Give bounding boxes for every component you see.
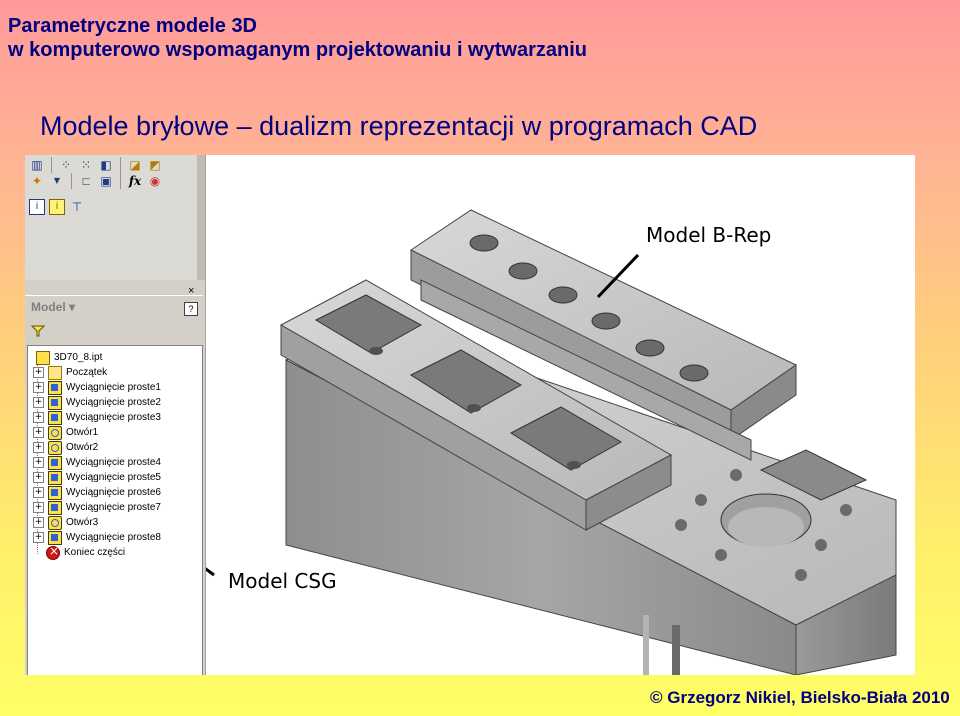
feature-toolbar: ▥ ⁘ ⁙ ◧ ◪ ◩ ✦ ▼ ⊏ ▣ fx ◉ i i bbox=[25, 155, 205, 280]
parameters-fx-icon[interactable]: fx bbox=[128, 174, 142, 188]
slide-subtitle: Modele bryłowe – dualizm reprezentacji w… bbox=[40, 111, 758, 141]
front-bar-with-pockets bbox=[279, 279, 673, 531]
tree-item-label: Wyciągnięcie proste4 bbox=[66, 457, 161, 468]
tree-item-label: Wyciągnięcie proste5 bbox=[66, 472, 161, 483]
filter-icon[interactable] bbox=[31, 325, 45, 337]
toolbar-separator bbox=[71, 173, 72, 189]
slide-footer: © Grzegorz Nikiel, Bielsko-Biała 2010 bbox=[650, 688, 950, 707]
tree-item[interactable]: + Wyciągnięcie proste3 bbox=[28, 410, 161, 425]
tree-item[interactable]: + Początek bbox=[28, 365, 107, 380]
slide-title-line1: Parametryczne modele 3D bbox=[8, 15, 258, 37]
csg-callout-label: Model CSG bbox=[228, 569, 337, 593]
slide-title-line2: w komputerowo wspomaganym projektowaniu … bbox=[8, 39, 587, 61]
cad-screenshot: ▥ ⁘ ⁙ ◧ ◪ ◩ ✦ ▼ ⊏ ▣ fx ◉ i i bbox=[25, 155, 915, 675]
extrude-icon bbox=[48, 380, 62, 395]
tree-item[interactable]: Koniec części bbox=[28, 544, 126, 560]
hole-icon bbox=[48, 425, 62, 440]
browser-title-dropdown[interactable]: Model ▾ bbox=[31, 300, 76, 314]
brep-callout-label: Model B-Rep bbox=[646, 223, 772, 247]
extrude-icon bbox=[48, 395, 62, 410]
expand-toggle-icon[interactable]: + bbox=[33, 397, 44, 408]
dropdown-arrow-icon[interactable]: ▼ bbox=[53, 176, 61, 185]
tree-item[interactable]: + Otwór1 bbox=[28, 425, 98, 440]
folder-icon bbox=[48, 365, 62, 380]
barcode-icon[interactable]: ▥ bbox=[31, 158, 43, 172]
expand-toggle-icon[interactable]: + bbox=[33, 412, 44, 423]
tree-item[interactable]: 3D70_8.ipt bbox=[25, 350, 102, 365]
expand-toggle-icon[interactable]: + bbox=[33, 457, 44, 468]
circular-pattern-icon[interactable]: ⁙ bbox=[80, 158, 92, 172]
hole-icon bbox=[48, 515, 62, 530]
expand-toggle-icon[interactable]: + bbox=[33, 502, 44, 513]
tree-spacer bbox=[25, 353, 32, 362]
tree-item-label: Otwór3 bbox=[66, 517, 99, 528]
part-icon bbox=[36, 350, 50, 365]
derived-component-icon[interactable]: ▣ bbox=[100, 174, 112, 188]
tree-connector-line bbox=[37, 358, 39, 554]
work-point-icon[interactable]: ✦ bbox=[31, 174, 43, 188]
toolbar-separator bbox=[51, 157, 52, 173]
pattern-icon[interactable]: ⁘ bbox=[60, 158, 72, 172]
tree-item-label: Wyciągnięcie proste1 bbox=[66, 382, 161, 393]
hole-icon bbox=[48, 440, 62, 455]
tree-item-label: Początek bbox=[66, 367, 108, 378]
extrude-icon bbox=[48, 470, 62, 485]
browser-header: Model ▾ × ? bbox=[25, 285, 203, 318]
expand-toggle-icon[interactable]: + bbox=[33, 487, 44, 498]
tree-item-label: Wyciągnięcie proste7 bbox=[66, 502, 161, 513]
left-panel: ▥ ⁘ ⁙ ◧ ◪ ◩ ✦ ▼ ⊏ ▣ fx ◉ i i bbox=[25, 155, 206, 675]
tree-item[interactable]: + Otwór2 bbox=[28, 440, 98, 455]
extrude-icon bbox=[48, 455, 62, 470]
brep-leader-line bbox=[596, 253, 640, 299]
tree-item-label: Wyciągnięcie proste3 bbox=[66, 412, 161, 423]
expand-toggle-icon[interactable]: + bbox=[33, 472, 44, 483]
expand-toggle-icon[interactable]: + bbox=[33, 517, 44, 528]
expand-toggle-icon[interactable]: + bbox=[33, 382, 44, 393]
close-icon[interactable]: × bbox=[188, 285, 195, 297]
extrude-icon bbox=[48, 500, 62, 515]
end-of-part-icon bbox=[46, 544, 60, 560]
tree-item[interactable]: + Wyciągnięcie proste2 bbox=[28, 395, 161, 410]
tree-item[interactable]: + Wyciągnięcie proste1 bbox=[28, 380, 161, 395]
help-icon[interactable]: ? bbox=[184, 302, 198, 316]
tree-item-label: Wyciągnięcie proste8 bbox=[66, 532, 161, 543]
toolbar-separator bbox=[120, 173, 121, 189]
csg-leader-line bbox=[165, 538, 215, 577]
tree-item-label: 3D70_8.ipt bbox=[54, 352, 103, 363]
extrude-icon bbox=[48, 530, 62, 545]
tree-item[interactable]: + Wyciągnięcie proste6 bbox=[28, 485, 161, 500]
info-icon[interactable]: i bbox=[29, 199, 45, 215]
top-bar-with-holes bbox=[410, 209, 797, 461]
tree-item-label: Otwór2 bbox=[66, 442, 99, 453]
expand-toggle-icon[interactable]: + bbox=[33, 427, 44, 438]
tree-item[interactable]: + Wyciągnięcie proste7 bbox=[28, 500, 161, 515]
tree-item[interactable]: + Wyciągnięcie proste8 bbox=[28, 530, 161, 545]
insert-feature-icon[interactable]: ⊤ bbox=[71, 200, 83, 214]
color-style-icon[interactable]: ◉ bbox=[149, 174, 161, 188]
expand-toggle-icon[interactable]: + bbox=[33, 442, 44, 453]
extrude-icon bbox=[48, 485, 62, 500]
tree-item[interactable]: + Wyciągnięcie proste4 bbox=[28, 455, 161, 470]
work-plane-icon[interactable]: ◪ bbox=[129, 158, 141, 172]
promote-icon[interactable]: ⊏ bbox=[80, 174, 92, 188]
expand-toggle-icon[interactable]: + bbox=[33, 532, 44, 543]
tree-item-label: Wyciągnięcie proste2 bbox=[66, 397, 161, 408]
mirror-icon[interactable]: ◧ bbox=[100, 158, 112, 172]
base-holes bbox=[675, 449, 868, 581]
expand-toggle-icon[interactable]: + bbox=[33, 367, 44, 378]
model-browser-tree: 3D70_8.ipt + Początek + Wyciągnięcie proste1… bbox=[27, 345, 203, 675]
note-icon[interactable]: i bbox=[49, 199, 65, 215]
extrude-icon bbox=[48, 410, 62, 425]
tree-item[interactable]: + Otwór3 bbox=[28, 515, 98, 530]
toolbar-scrollbar[interactable] bbox=[197, 155, 205, 280]
toolbar-separator bbox=[120, 157, 121, 173]
tree-item[interactable]: + Wyciągnięcie proste5 bbox=[28, 470, 161, 485]
tree-spacer bbox=[33, 548, 42, 557]
tree-item-label: Koniec części bbox=[64, 547, 126, 558]
tree-item-label: Wyciągnięcie proste6 bbox=[66, 487, 161, 498]
solid-model-render bbox=[165, 209, 897, 675]
work-axis-icon[interactable]: ◩ bbox=[149, 158, 161, 172]
tree-item-label: Otwór1 bbox=[66, 427, 99, 438]
3d-viewport[interactable]: Model B-Rep Model CSG bbox=[165, 155, 915, 675]
